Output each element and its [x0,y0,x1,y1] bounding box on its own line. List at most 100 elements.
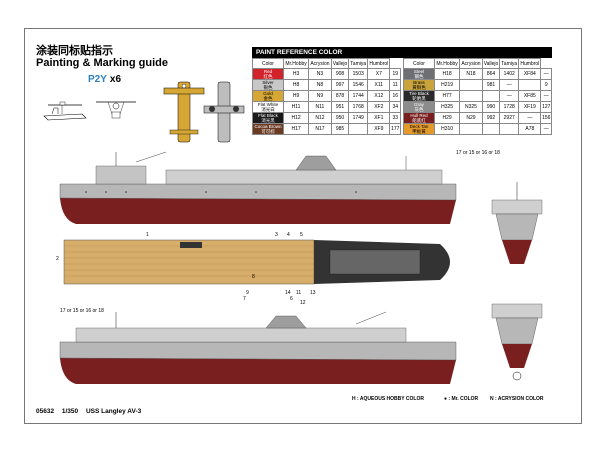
paint-code-acrysion: N18 [459,68,483,80]
deck-crane [180,242,202,248]
color-name-en: Hull Red [410,113,428,119]
paint-code-humbrol: A78 [518,123,542,135]
paint-code-acrysion: N29 [459,112,483,124]
paint-code-mr-hobby: H9 [282,90,310,102]
color-name-en: Tire Black [409,91,429,97]
color-name-cn: 消光黑 [261,118,275,123]
p2y-top-view-gold [163,81,205,143]
paint-code-vallejo: 878 [330,90,350,102]
color-name-en: Brass [413,80,425,86]
paint-code-mr-hobby: H12 [282,112,310,124]
legend-acrysion: N : ACRYSION COLOR [490,396,544,402]
paint-col-header: Mr.Hobby [433,58,461,69]
color-name-cn: 甲板黄 [412,129,426,134]
deck-callout-number: 2 [56,256,59,262]
paint-code-acrysion: N12 [308,112,332,124]
p2y-front-view [96,101,136,119]
paint-reference-title: PAINT REFERENCE COLOR [252,47,552,58]
paint-code-vallejo: 908 [330,68,350,80]
paint-code-tamiya [348,123,369,135]
paint-code-vallejo [481,123,501,135]
paint-code-vallejo: 864 [481,68,501,80]
color-name-cn: 钢色 [414,74,424,79]
flag-numbers-bottom: 17 or 15 or 16 or 18 [60,308,104,314]
paint-code-h2: 19 [389,68,401,80]
paint-col-header: Vallejo [330,58,350,69]
paint-code-humbrol: XF1 [367,112,391,124]
paint-code-tamiya: — [499,90,520,102]
ship-profile-top [59,151,457,224]
color-name-en: Gray [414,102,424,108]
paint-col-header: Vallejo [481,58,501,69]
aircraft-drawings [43,81,245,143]
paint-code-acrysion: N3 [308,68,332,80]
color-name-en: Gold [263,91,273,97]
paint-code-acrysion: N17 [308,123,332,135]
paint-code-mr-hobby: H219 [433,79,461,91]
color-name-en: Deck Tan [409,124,429,130]
paint-code-acrysion: N9 [308,90,332,102]
ship-deck-top-view [63,239,450,285]
color-name-cn: 轮胎黑 [412,96,426,101]
paint-code-vallejo: 992 [481,112,501,124]
aircraft-name: P2Y [88,74,107,85]
paint-code-acrysion [459,123,483,135]
color-name-cn: 黄铜色 [412,85,426,90]
deck-callout-number: 7 [243,296,246,302]
kit-scale: 1/350 [61,408,79,415]
title-chinese: 涂装同标贴指示 [36,45,113,57]
paint-code-h2: — [540,68,552,80]
footer: 05632 1/350 USS Langley AV-3 [36,408,141,415]
p2y-bottom-view-silver [203,81,245,143]
paint-code-mr-hobby: H29 [433,112,461,124]
paint-code-vallejo [481,90,501,102]
stern-view [491,303,543,381]
flag-numbers-top: 17 or 15 or 16 or 18 [456,150,500,156]
paint-code-humbrol [518,79,542,91]
paint-code-mr-hobby: H11 [282,101,310,113]
paint-code-humbrol: XF9 [367,123,391,135]
paint-code-tamiya [499,123,520,135]
paint-col-header: Acrysion [459,58,483,69]
paint-code-h2: 34 [389,101,401,113]
paint-code-acrysion [459,79,483,91]
paint-code-h2: 33 [389,112,401,124]
deck-callout-number: 3 [275,232,278,238]
color-name-cn: 消光白 [261,107,275,112]
paint-col-header: Mr.Hobby [282,58,310,69]
paint-code-h2: 16 [389,90,401,102]
p2y-side-view [43,101,87,121]
paint-code-tamiya: 1744 [348,90,369,102]
deck-callout-number: 6 [290,296,293,302]
color-name-en: Silver [262,80,274,86]
deck-callout-number: 12 [300,300,306,306]
paint-code-vallejo: 950 [330,112,350,124]
paint-code-humbrol: XF85 [518,90,542,102]
kit-code: 05632 [36,408,55,415]
paint-col-header: Humbrol [367,58,391,69]
hull-red [60,198,456,224]
paint-code-h2: 9 [540,79,552,91]
paint-code-acrysion: N325 [459,101,483,113]
color-name-en: Flat White [257,102,279,108]
deck-callout-number: 13 [310,290,316,296]
paint-code-h2: — [540,123,552,135]
paint-code-vallejo: 997 [330,79,350,91]
color-name-cn: 可可棕 [261,129,275,134]
paint-code-mr-hobby: H325 [433,101,461,113]
